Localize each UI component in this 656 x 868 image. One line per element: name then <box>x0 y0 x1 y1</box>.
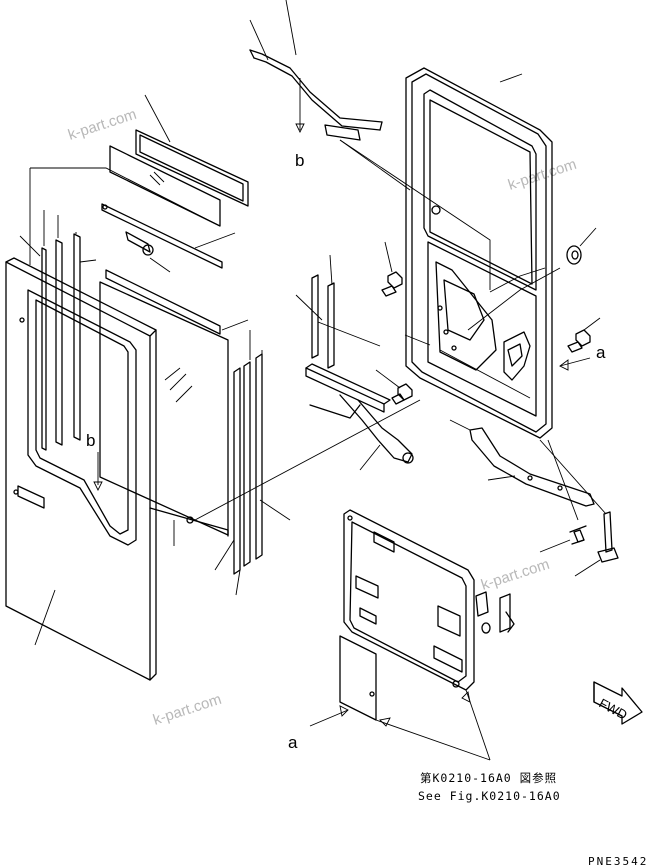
drawing-code: PNE3542 <box>588 855 648 868</box>
right-door-frame <box>339 67 561 439</box>
door-trim-panel <box>343 509 475 691</box>
bolt-right <box>567 317 601 353</box>
bolt-middle <box>391 383 413 405</box>
handle-clip <box>475 591 515 634</box>
fwd-direction-indicator: FWD <box>593 681 643 725</box>
insulation-sheet <box>339 635 377 721</box>
watermark-2: k-part.com <box>506 156 579 194</box>
arrow-b-left <box>93 481 103 492</box>
arrow-b-top <box>295 123 305 134</box>
ref-a-right-label: a <box>596 343 606 362</box>
left-seal-strips <box>19 210 97 451</box>
fwd-label: FWD <box>597 695 630 722</box>
watermark-1: k-part.com <box>66 106 139 144</box>
mid-rail <box>105 269 221 335</box>
watermark-4: k-part.com <box>151 691 224 729</box>
left-door-frame <box>5 257 157 681</box>
screw-small <box>539 525 587 553</box>
see-figure-note-jp: 第K0210-16A0 図参照 <box>420 771 557 785</box>
ref-b-top-label: b <box>295 151 304 170</box>
window-regulator <box>305 363 414 471</box>
ref-b-left-label: b <box>86 431 95 450</box>
lower-seal-strip <box>469 427 607 521</box>
ref-a-bottom-label: a <box>288 733 298 752</box>
screw-long <box>574 511 619 577</box>
window-channels <box>295 254 381 369</box>
right-seal-strips <box>214 330 291 596</box>
washer <box>566 227 597 265</box>
upper-guide-rail <box>249 0 411 191</box>
see-figure-note-en: See Fig.K0210-16A0 <box>418 789 561 803</box>
arrow-a-right <box>559 359 569 371</box>
arrow-a-bottom <box>339 705 349 717</box>
horizontal-rail <box>101 203 236 273</box>
bolt-upper <box>381 241 403 297</box>
watermark-3: k-part.com <box>479 556 552 594</box>
